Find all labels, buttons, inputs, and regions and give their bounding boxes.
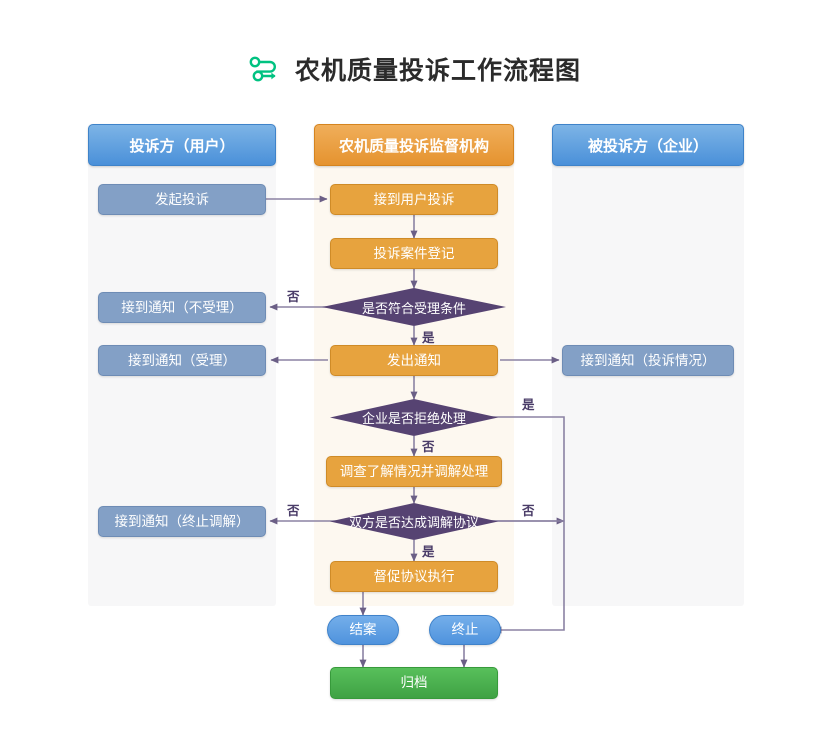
node-terminate[interactable]: 终止 [429, 615, 501, 645]
edge-label-conditions-yes: 是 [422, 331, 435, 345]
node-notice-rejected[interactable]: 接到通知（不受理） [98, 292, 266, 323]
edge-label-agreement-yes: 是 [422, 545, 435, 559]
edge-label-refuse-yes: 是 [522, 398, 535, 412]
node-file-complaint[interactable]: 发起投诉 [98, 184, 266, 215]
node-notice-terminated[interactable]: 接到通知（终止调解） [98, 506, 266, 537]
decision-enterprise-refuse[interactable]: 企业是否拒绝处理 [330, 399, 498, 436]
lane-header-complainant: 投诉方（用户） [88, 124, 276, 166]
node-close-case[interactable]: 结案 [327, 615, 399, 645]
decision-accept-conditions[interactable]: 是否符合受理条件 [322, 288, 506, 326]
edge-label-conditions-no: 否 [287, 290, 300, 304]
decision-accept-conditions-label: 是否符合受理条件 [361, 300, 466, 316]
lane-header-supervisor: 农机质量投诉监督机构 [314, 124, 514, 166]
lane-header-respondent: 被投诉方（企业） [552, 124, 744, 166]
edge-label-agreement-no-right: 否 [522, 504, 535, 518]
node-investigate-mediate[interactable]: 调查了解情况并调解处理 [326, 456, 502, 487]
edge-label-agreement-no-left: 否 [287, 504, 300, 518]
node-archive[interactable]: 归档 [330, 667, 498, 699]
page-title-area: 农机质量投诉工作流程图 [0, 48, 828, 94]
flow-route-icon [249, 56, 276, 82]
decision-enterprise-refuse-label: 企业是否拒绝处理 [361, 411, 466, 426]
node-notice-accepted[interactable]: 接到通知（受理） [98, 345, 266, 376]
node-register-case[interactable]: 投诉案件登记 [330, 238, 498, 269]
edge-label-refuse-no: 否 [422, 440, 435, 454]
decision-mediation-agreement-label: 双方是否达成调解协议 [348, 515, 479, 530]
page-title: 农机质量投诉工作流程图 [294, 56, 581, 85]
node-urge-execution[interactable]: 督促协议执行 [330, 561, 498, 592]
node-notice-complaint-info[interactable]: 接到通知（投诉情况） [562, 345, 734, 376]
node-receive-complaint[interactable]: 接到用户投诉 [330, 184, 498, 215]
node-issue-notice[interactable]: 发出通知 [330, 345, 498, 376]
decision-mediation-agreement[interactable]: 双方是否达成调解协议 [330, 503, 498, 540]
